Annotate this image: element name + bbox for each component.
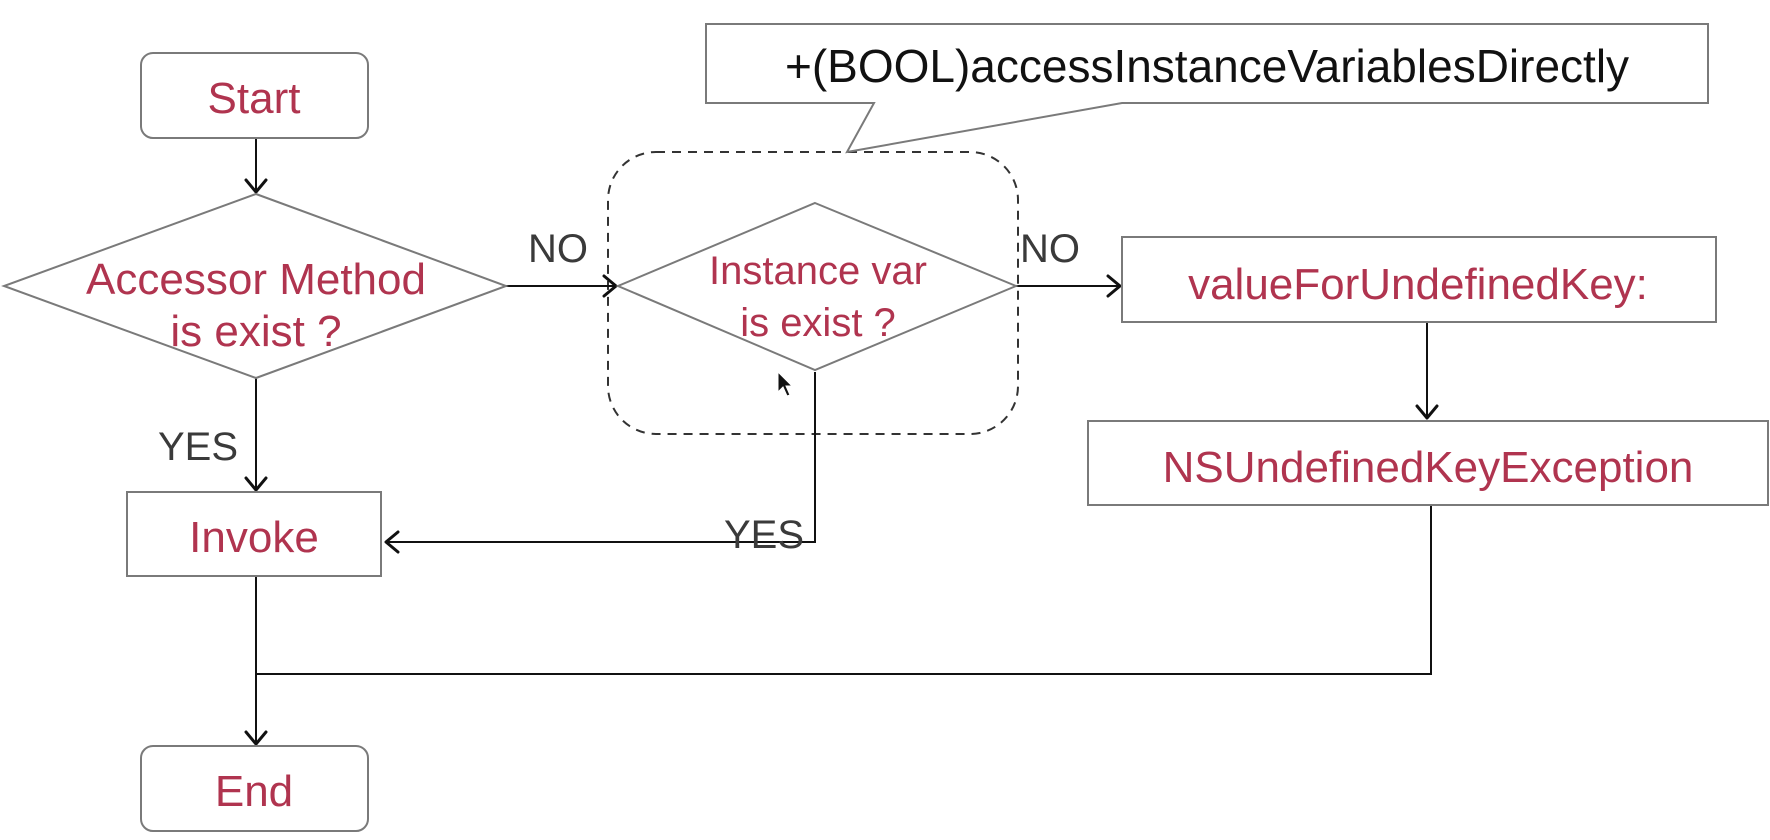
invoke-label: Invoke bbox=[189, 513, 319, 562]
undefined-key-label: valueForUndefinedKey: bbox=[1188, 260, 1648, 309]
accessor-method-decision: Accessor Method is exist ? bbox=[1, 192, 509, 380]
instance-var-decision: Instance var is exist ? bbox=[615, 201, 1019, 372]
end-label: End bbox=[215, 767, 293, 816]
arrowhead-right-icon bbox=[1106, 274, 1122, 298]
arrowhead-left-icon bbox=[384, 530, 400, 554]
edge-label-accessor-yes: YES bbox=[158, 425, 238, 469]
exception-label: NSUndefinedKeyException bbox=[1163, 443, 1694, 492]
instance-label-line1: Instance var bbox=[709, 249, 927, 293]
undefined-key-box bbox=[1121, 236, 1717, 323]
callout: +(BOOL)accessInstanceVariablesDirectly bbox=[705, 23, 1709, 154]
edge-label-instance-no: NO bbox=[1020, 227, 1080, 271]
exception-node: NSUndefinedKeyException bbox=[1087, 420, 1769, 506]
connectors bbox=[244, 138, 1439, 746]
accessor-label-line1: Accessor Method bbox=[86, 255, 426, 304]
accessor-diamond bbox=[1, 192, 509, 380]
callout-bubble bbox=[705, 23, 1709, 154]
accessinstance-group-outline bbox=[607, 151, 1019, 435]
arrowhead-down-icon bbox=[244, 476, 268, 492]
undefined-key-node: valueForUndefinedKey: bbox=[1121, 236, 1717, 323]
arrowhead-down-icon bbox=[244, 730, 268, 746]
mouse-cursor-icon bbox=[777, 370, 794, 397]
connector-instance-invoke bbox=[386, 372, 816, 543]
accessor-label-line2: is exist ? bbox=[170, 307, 341, 356]
invoke-box bbox=[126, 491, 382, 577]
edge-label-instance-yes: YES bbox=[724, 513, 804, 557]
end-box bbox=[140, 745, 369, 832]
instance-label-line2: is exist ? bbox=[740, 301, 896, 345]
start-label: Start bbox=[208, 74, 301, 123]
edge-label-accessor-no: NO bbox=[528, 227, 588, 271]
arrowhead-down-icon bbox=[244, 178, 268, 194]
exception-box bbox=[1087, 420, 1769, 506]
end-node: End bbox=[140, 745, 369, 832]
callout-text: +(BOOL)accessInstanceVariablesDirectly bbox=[785, 40, 1629, 92]
start-node: Start bbox=[140, 52, 369, 139]
connector-exception-merge bbox=[256, 504, 1432, 675]
invoke-node: Invoke bbox=[126, 491, 382, 577]
start-box bbox=[140, 52, 369, 139]
arrowhead-down-icon bbox=[1415, 404, 1439, 420]
instance-diamond bbox=[615, 201, 1019, 372]
